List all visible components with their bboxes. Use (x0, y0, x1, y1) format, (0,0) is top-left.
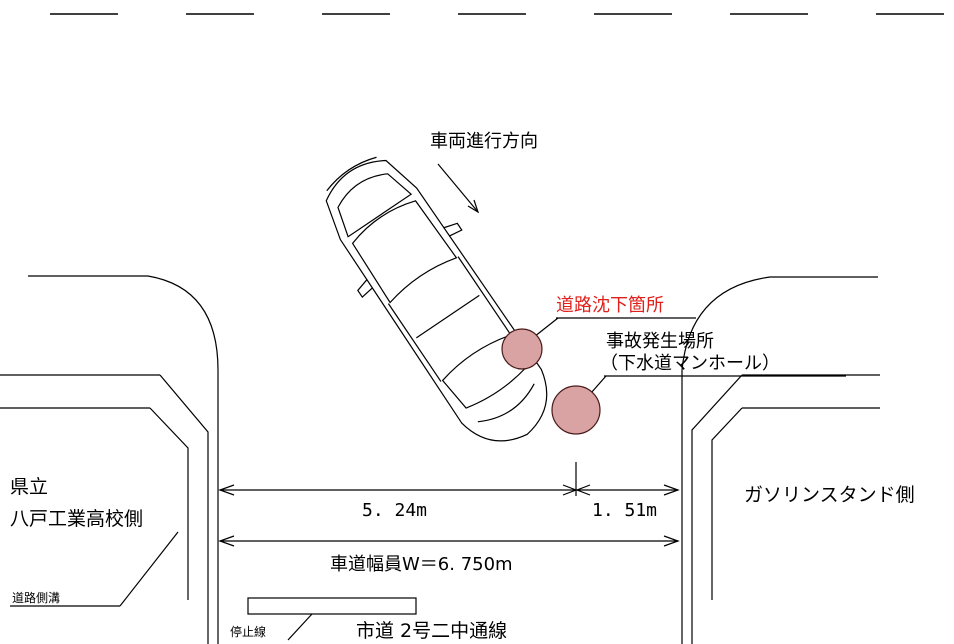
accident-location-sub-label: （下水道マンホール） (600, 353, 780, 374)
ditch-leader (119, 531, 179, 607)
sinkhole-circle (501, 328, 543, 370)
right-curb-lines (681, 276, 880, 644)
direction-label: 車両進行方向 (430, 131, 538, 152)
road-name-label: 市道 2号二中通線 (356, 620, 508, 642)
stop-line-leader (287, 613, 313, 641)
manhole-circle (551, 385, 601, 435)
left-curb-lines (0, 275, 219, 644)
road-width-label: 車道幅員W＝6. 750m (330, 554, 513, 575)
car-outline (325, 156, 548, 442)
dimension-right-label: 1. 51m (592, 500, 658, 521)
accident-location-label: 事故発生場所 (606, 331, 714, 352)
direction-arrow (437, 163, 480, 214)
stop-line-box (247, 597, 417, 615)
school-label-line2: 八戸工業高校側 (10, 508, 144, 530)
stop-line-label: 停止線 (230, 625, 267, 639)
dimension-left-label: 5. 24m (362, 500, 428, 521)
school-label-line1: 県立 (10, 476, 49, 498)
gas-station-label: ガソリンスタンド側 (744, 484, 915, 506)
side-ditch-label: 道路側溝 (12, 591, 61, 605)
dimension-lines (218, 462, 680, 547)
sinkhole-label: 道路沈下箇所 (556, 295, 664, 316)
